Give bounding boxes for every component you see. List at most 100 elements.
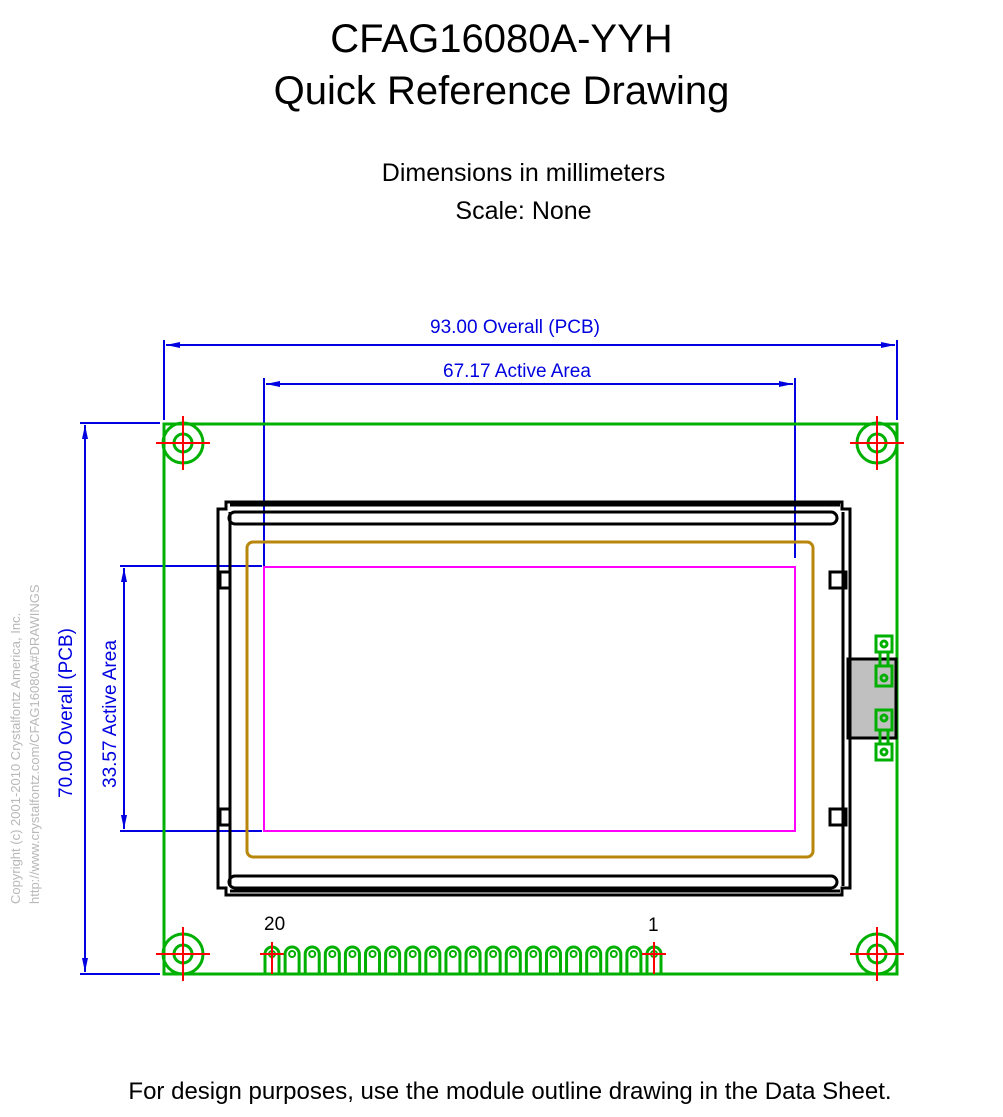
part-number-title: CFAG16080A-YYH <box>330 17 673 61</box>
pin-pad-icon <box>585 945 603 974</box>
drawing-title: Quick Reference Drawing <box>273 69 730 113</box>
pin-hole-icon <box>288 950 297 958</box>
pin-hole-icon <box>549 950 558 958</box>
connector-pin <box>260 942 284 974</box>
pin-pad-icon <box>424 945 442 974</box>
active-height-label: 33.57 Active Area <box>100 640 121 788</box>
bezel-tab <box>828 570 848 590</box>
pin-hole-icon <box>589 950 598 958</box>
viewing-area <box>245 540 815 859</box>
pin-hole-icon <box>448 950 457 958</box>
pin-hole-icon <box>328 950 337 958</box>
mounting-hole <box>156 927 210 981</box>
pin-pad-icon <box>464 945 482 974</box>
pin-hole-icon <box>368 950 377 958</box>
connector-pin <box>642 942 666 974</box>
connector-pin <box>323 945 341 974</box>
pin-pad-icon <box>524 945 542 974</box>
pin-pad-icon <box>384 945 402 974</box>
arrow-up-icon <box>82 425 88 439</box>
connector-pin <box>444 945 462 974</box>
pin-pad-icon <box>404 945 422 974</box>
scale-note: Scale: None <box>455 197 592 225</box>
mounting-hole <box>850 416 904 470</box>
led-pad-hole <box>879 673 889 683</box>
pin-pad-icon <box>364 945 382 974</box>
pin-hole-icon <box>529 950 538 958</box>
connector-pin <box>464 945 482 974</box>
arrow-right-icon <box>779 381 793 387</box>
mounting-hole <box>156 416 210 470</box>
active-width-label: 67.17 Active Area <box>443 361 591 382</box>
connector-pin <box>484 945 502 974</box>
pin-hole-icon <box>469 950 478 958</box>
pin-pad-icon <box>303 945 321 974</box>
pin-hole-icon <box>388 950 397 958</box>
arrow-up-icon <box>121 568 127 582</box>
connector-pin <box>544 945 562 974</box>
pin-hole-icon <box>428 950 437 958</box>
connector-pin <box>625 945 643 974</box>
mounting-holes <box>156 416 904 981</box>
led-pad-hole <box>879 747 889 757</box>
pin-pad-icon <box>343 945 361 974</box>
pin-hole-icon <box>569 950 578 958</box>
pin-hole-icon <box>629 950 638 958</box>
pin-pad-icon <box>504 945 522 974</box>
pin-1-label: 1 <box>648 915 659 936</box>
bezel-tab <box>218 807 232 827</box>
pin-hole-icon <box>348 950 357 958</box>
connector-pin <box>524 945 542 974</box>
arrow-right-icon <box>881 342 895 348</box>
active-area <box>263 566 796 832</box>
pin-pad-icon <box>544 945 562 974</box>
connector-pin <box>424 945 442 974</box>
pin-pad-icon <box>484 945 502 974</box>
bezel-tab <box>828 807 848 827</box>
pin-pad-icon <box>625 945 643 974</box>
overall-height-label: 70.00 Overall (PCB) <box>56 627 77 798</box>
connector-pin <box>384 945 402 974</box>
connector-pin <box>283 945 301 974</box>
pin-hole-icon <box>609 950 618 958</box>
connector-pin <box>605 945 623 974</box>
led-pad <box>874 634 894 654</box>
connector-pin <box>565 945 583 974</box>
overall-width-label: 93.00 Overall (PCB) <box>430 317 601 338</box>
connector-pin <box>364 945 382 974</box>
led-pad-hole <box>879 639 889 649</box>
pin-pad-icon <box>444 945 462 974</box>
dimension-lines <box>80 340 898 975</box>
pin-hole-icon <box>308 950 317 958</box>
arrow-down-icon <box>82 958 88 972</box>
pin-hole-icon <box>408 950 417 958</box>
connector-pin <box>404 945 422 974</box>
bezel-bottom-slot <box>227 874 839 890</box>
footer-note: For design purposes, use the module outl… <box>128 1078 892 1105</box>
connector-pin <box>504 945 522 974</box>
pin-pad-icon <box>283 945 301 974</box>
pin-hole-icon <box>489 950 498 958</box>
arrow-left-icon <box>266 381 280 387</box>
connector-pin <box>343 945 361 974</box>
connector-pin <box>303 945 321 974</box>
pin-20-label: 20 <box>264 914 286 935</box>
bezel-tab <box>218 570 232 590</box>
pin-pad-icon <box>605 945 623 974</box>
pin-pad-icon <box>323 945 341 974</box>
arrow-left-icon <box>166 342 180 348</box>
backlight-pads <box>874 634 894 762</box>
connector-pins <box>260 942 666 974</box>
units-note: Dimensions in millimeters <box>381 159 666 187</box>
url-watermark: http://www.crystalfontz.com/CFAG16080A#D… <box>27 584 42 904</box>
pin-hole-icon <box>509 950 518 958</box>
led-pad <box>874 664 894 688</box>
bezel-outer <box>216 500 852 897</box>
copyright-watermark: Copyright (c) 2001-2010 Crystalfontz Ame… <box>8 612 23 904</box>
arrow-down-icon <box>121 815 127 829</box>
connector-pin <box>585 945 603 974</box>
led-pad-hole <box>879 713 889 723</box>
bezel-top-slot <box>227 510 839 526</box>
mounting-hole <box>850 927 904 981</box>
